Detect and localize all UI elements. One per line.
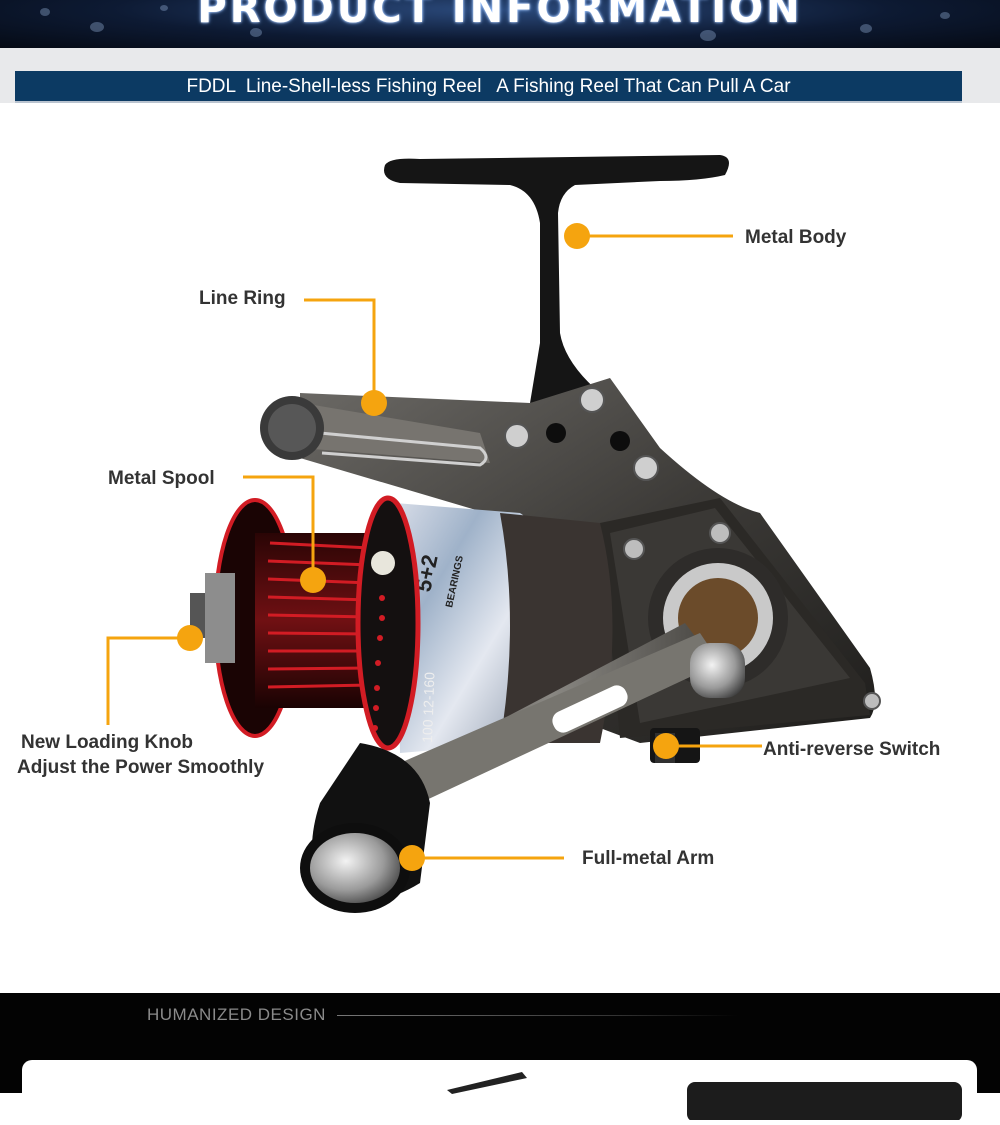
top-banner: PRODUCT INFORMATION bbox=[0, 0, 1000, 48]
humanized-design-section: HUMANIZED DESIGN bbox=[0, 993, 1000, 1122]
fishing-reel-illustration: 5+2 BEARINGS bbox=[190, 155, 881, 913]
line-ring-label: Line Ring bbox=[199, 288, 286, 309]
section-heading: HUMANIZED DESIGN bbox=[147, 1005, 326, 1024]
section-card bbox=[22, 1060, 977, 1122]
full-metal-arm bbox=[300, 548, 788, 913]
loading-knob-label-line2: Adjust the Power Smoothly bbox=[17, 757, 265, 778]
spool-spec: 100 12-160 bbox=[419, 672, 437, 744]
card-preview-images bbox=[447, 1072, 962, 1122]
product-illustration-area: 5+2 BEARINGS bbox=[0, 103, 1000, 993]
reel-foot bbox=[384, 155, 729, 403]
anti-reverse-label: Anti-reverse Switch bbox=[763, 739, 941, 760]
loading-knob bbox=[190, 573, 235, 663]
anti-reverse-switch bbox=[650, 728, 700, 763]
banner-title: PRODUCT INFORMATION bbox=[197, 0, 803, 32]
line-ring bbox=[260, 396, 490, 467]
metal-body-label: Metal Body bbox=[745, 227, 847, 248]
metal-spool-label: Metal Spool bbox=[108, 468, 215, 489]
banner-subtitle: FDDL Line-Shell-less Fishing Reel A Fish… bbox=[186, 76, 791, 97]
section-divider bbox=[337, 1015, 737, 1016]
metal-spool: 100 12-160 bbox=[213, 495, 437, 751]
loading-knob-label-line1: New Loading Knob bbox=[21, 732, 194, 753]
subtitle-bar: FDDL Line-Shell-less Fishing Reel A Fish… bbox=[15, 71, 962, 103]
full-metal-arm-label: Full-metal Arm bbox=[582, 848, 715, 869]
